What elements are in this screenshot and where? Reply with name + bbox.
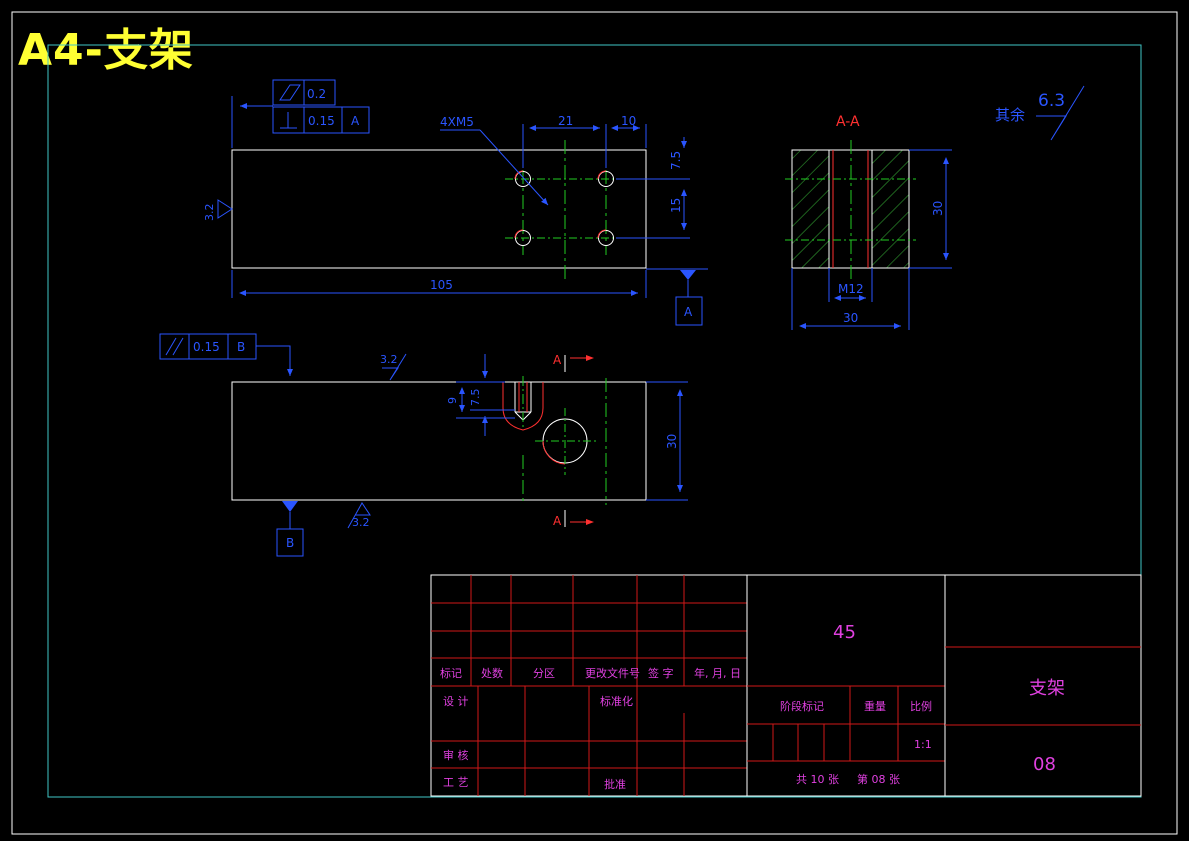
top-dim-30: 30	[665, 434, 679, 449]
dim-9: 9	[446, 397, 459, 404]
rev-header: 更改文件号	[585, 666, 640, 680]
sheets-total: 共 10 张	[796, 773, 839, 786]
title-block-text: 45 支架 08 标记 处数 分区 更改文件号 签 字 年, 月, 日 设 计 …	[440, 622, 1065, 791]
dim-15: 15	[669, 198, 683, 213]
rev-header: 处数	[481, 667, 503, 680]
datum-a: A	[684, 305, 693, 319]
roughness-top: 3.2	[380, 353, 398, 366]
section-mark-bottom: A	[553, 514, 562, 528]
part-name: 支架	[1029, 678, 1065, 699]
rev-header: 签 字	[648, 666, 674, 680]
general-roughness: 其余 6.3	[995, 85, 1085, 141]
material: 45	[833, 622, 856, 643]
rev-header: 标记	[440, 666, 462, 680]
drawing-number: 08	[1033, 754, 1056, 775]
top-dim-7-5: 7.5	[469, 389, 482, 407]
design-label: 设 计	[443, 695, 469, 708]
weight-label: 重量	[864, 699, 886, 713]
roughness-bottom: 3.2	[352, 516, 370, 529]
flatness-tol: 0.2	[307, 87, 326, 101]
review-label: 审 核	[443, 748, 469, 762]
section-view: A-A 30 M12 30	[785, 114, 952, 330]
sec-dim-30-h: 30	[931, 201, 945, 216]
sheet-number: 第 08 张	[857, 772, 900, 786]
general-roughness-value: 6.3	[1038, 91, 1065, 111]
title-block	[430, 574, 1142, 797]
thread-size: M12	[838, 282, 864, 296]
inner-frame	[47, 44, 1142, 798]
rev-header: 年, 月, 日	[694, 666, 741, 680]
roughness-left: 3.2	[203, 204, 216, 222]
hole-callout: 4XM5	[440, 115, 474, 129]
perp-datum: A	[351, 114, 360, 128]
stage-mark-label: 阶段标记	[780, 699, 824, 713]
dim-7-5: 7.5	[669, 151, 683, 170]
approve-label: 批准	[604, 777, 626, 791]
parallel-tol: 0.15	[193, 340, 220, 354]
perp-tol: 0.15	[308, 114, 335, 128]
dim-105: 105	[430, 278, 453, 292]
section-mark-top: A	[553, 353, 562, 367]
sec-dim-30-w: 30	[843, 311, 858, 325]
section-label: A-A	[836, 114, 860, 130]
parallel-datum: B	[237, 340, 245, 354]
drawing-title: A4-支架	[18, 25, 194, 76]
dim-21: 21	[558, 114, 573, 128]
datum-b: B	[286, 536, 294, 550]
scale-value: 1:1	[914, 738, 932, 751]
outer-frame	[11, 11, 1178, 835]
front-view: 0.2 0.15 A 4XM5 21 10 7.5 15 105	[203, 79, 708, 326]
dim-10: 10	[621, 114, 636, 128]
rev-header: 分区	[533, 667, 555, 680]
standardize-label: 标准化	[600, 694, 633, 708]
process-label: 工 艺	[443, 776, 469, 789]
scale-label: 比例	[910, 699, 932, 713]
general-roughness-label: 其余	[995, 106, 1025, 124]
top-view: 0.15 B 3.2 3.2 A A	[159, 333, 688, 557]
